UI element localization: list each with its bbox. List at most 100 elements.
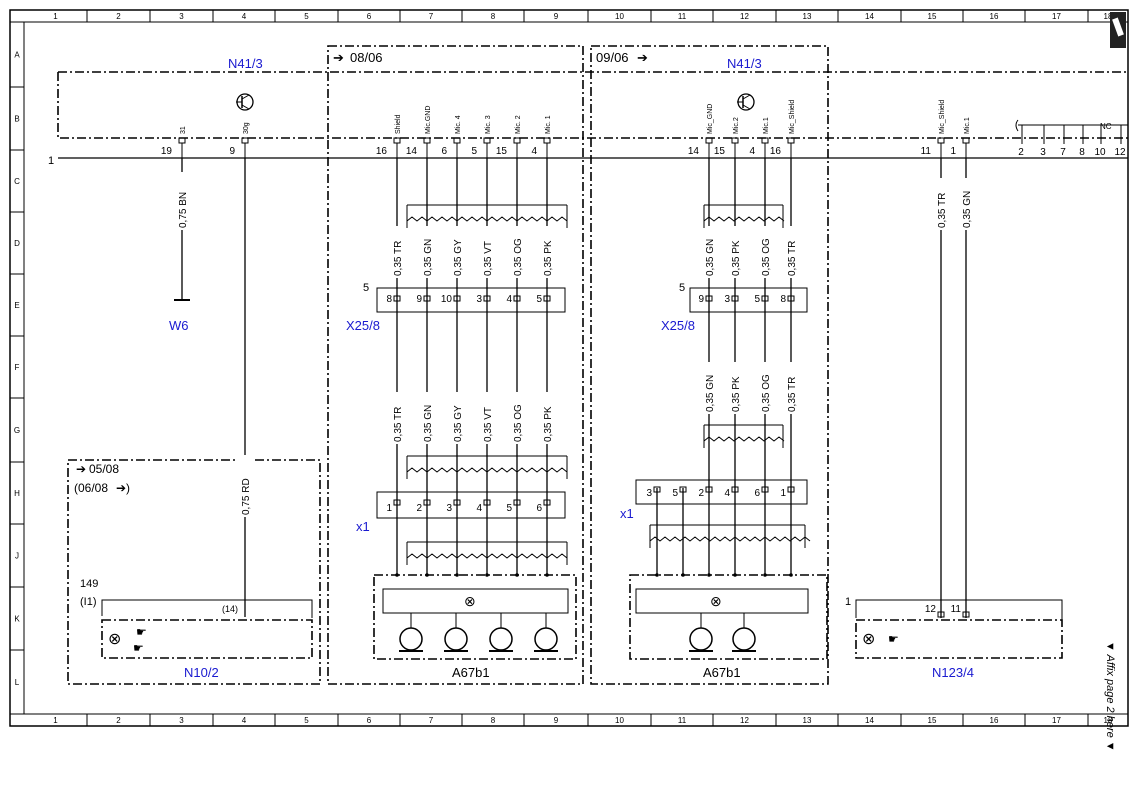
date-right-section: 09/06 [596, 50, 629, 65]
pin-socket [787, 295, 795, 302]
section-box-0806 [327, 45, 584, 685]
row-label: B [14, 115, 19, 124]
pin-socket [653, 486, 661, 493]
pin-number: 1 [780, 488, 786, 499]
column-label-top: 5 [304, 12, 309, 21]
wire-label: 0,35 OG [513, 238, 524, 276]
wire-label-bg [480, 226, 494, 278]
wire-label: 0,35 VT [483, 241, 494, 276]
wire-label: 0,35 PK [731, 240, 742, 276]
column-label-bottom: 7 [429, 716, 434, 725]
column-label-bottom: 9 [554, 716, 559, 725]
pin-number: 16 [770, 146, 782, 157]
wire-label-bg [450, 226, 464, 278]
wire-label: 0,35 GN [423, 405, 434, 442]
microphones-right [689, 613, 756, 652]
bus-number: 1 [48, 155, 54, 167]
pin-name: Mic_GND [707, 104, 714, 134]
microphone-icon: ⊗ [710, 593, 722, 609]
wire-label-bg [934, 178, 948, 230]
column-label-top: 14 [865, 12, 874, 21]
pin-name: Mic. 2 [515, 115, 522, 134]
pin-socket [543, 295, 551, 302]
transistor-icon: ⊗ [862, 631, 875, 648]
component-w6: W6 [169, 318, 189, 333]
column-label-bottom: 12 [740, 716, 749, 725]
shield-bundle [703, 216, 785, 222]
wire-label-bg [420, 392, 434, 444]
wire-label: 0,35 TR [393, 241, 404, 276]
microphone-icon [399, 627, 423, 651]
column-label-top: 6 [367, 12, 372, 21]
column-label-top: 12 [740, 12, 749, 21]
row-label: K [14, 615, 20, 624]
pin-number: 4 [506, 294, 512, 305]
column-label-bottom: 11 [678, 716, 687, 725]
pin-number: 15 [714, 146, 726, 157]
column-label-top: 8 [491, 12, 496, 21]
microphone-icon [732, 627, 756, 651]
wire-label: 0,35 TR [393, 407, 404, 442]
pin-number: 5 [506, 503, 512, 514]
a67b1-right-body [635, 588, 809, 614]
pin-number: 4 [531, 146, 537, 157]
wire-label-bg [758, 362, 772, 414]
pin-number: 3 [476, 294, 482, 305]
wire-label: 0,35 TR [937, 193, 948, 228]
affix-text: ▼ Affix page 2 here ▼ [1104, 641, 1116, 752]
component-x1-left: x1 [356, 519, 370, 534]
wire-label: 0,35 PK [543, 240, 554, 276]
arrow-icon: ➔ [637, 50, 648, 65]
pin-number: 5 [754, 294, 760, 305]
pin-socket [513, 295, 521, 302]
junction-dot [707, 573, 711, 577]
pin-name: Mic.1 [763, 117, 770, 134]
unit-n123 [855, 619, 1063, 659]
shield-bundle [703, 436, 785, 442]
connector-x1-left [376, 491, 566, 519]
shield-bundle [649, 536, 811, 542]
x25-left-number: 5 [363, 282, 369, 294]
component-x25-left: X25/8 [346, 318, 380, 333]
pointing-hand-icon: ☛ [888, 632, 899, 646]
column-label-bottom: 18 [1104, 716, 1113, 725]
wire-label-bg [480, 392, 494, 444]
microphone-icon [444, 627, 468, 651]
column-label-bottom: 15 [928, 716, 937, 725]
microphone-icon [534, 627, 558, 651]
pin-number: 19 [161, 146, 173, 157]
wire-label-bg [540, 226, 554, 278]
wire-label-bg [758, 226, 772, 278]
pointing-hand-icon: ☛ [136, 625, 147, 639]
wire-label-bg [420, 226, 434, 278]
n123-bracket [855, 599, 1063, 620]
n10-ref-2: (I1) [80, 596, 97, 608]
column-label-bottom: 1 [53, 716, 58, 725]
n10-pin: (14) [222, 604, 238, 614]
pin-name: Mic. 1 [545, 115, 552, 134]
wire-label-bg [728, 362, 742, 414]
pin-number: 5 [672, 488, 678, 499]
wire-label: 0,35 OG [761, 238, 772, 276]
microphones-left [399, 613, 558, 652]
column-label-bottom: 14 [865, 716, 874, 725]
wire-label-bg [237, 455, 253, 517]
pin-number: 9 [698, 294, 704, 305]
n41-left-bottom-border [57, 72, 1128, 139]
pin-name: Mic.2 [733, 117, 740, 134]
pin-number: 3 [724, 294, 730, 305]
pin-number: 1 [386, 503, 392, 514]
arrow-icon: ➔) [116, 481, 130, 495]
column-label-bottom: 2 [116, 716, 121, 725]
row-label: A [14, 51, 20, 60]
pin-number: 6 [536, 503, 542, 514]
row-label: H [14, 489, 20, 498]
connector-x25-left [376, 287, 566, 313]
row-label: D [14, 239, 20, 248]
wire-label-bg [702, 362, 716, 414]
unit-n10 [101, 619, 313, 659]
wire-label: 0,35 GN [705, 375, 716, 412]
nc-label: NC [1100, 122, 1112, 131]
